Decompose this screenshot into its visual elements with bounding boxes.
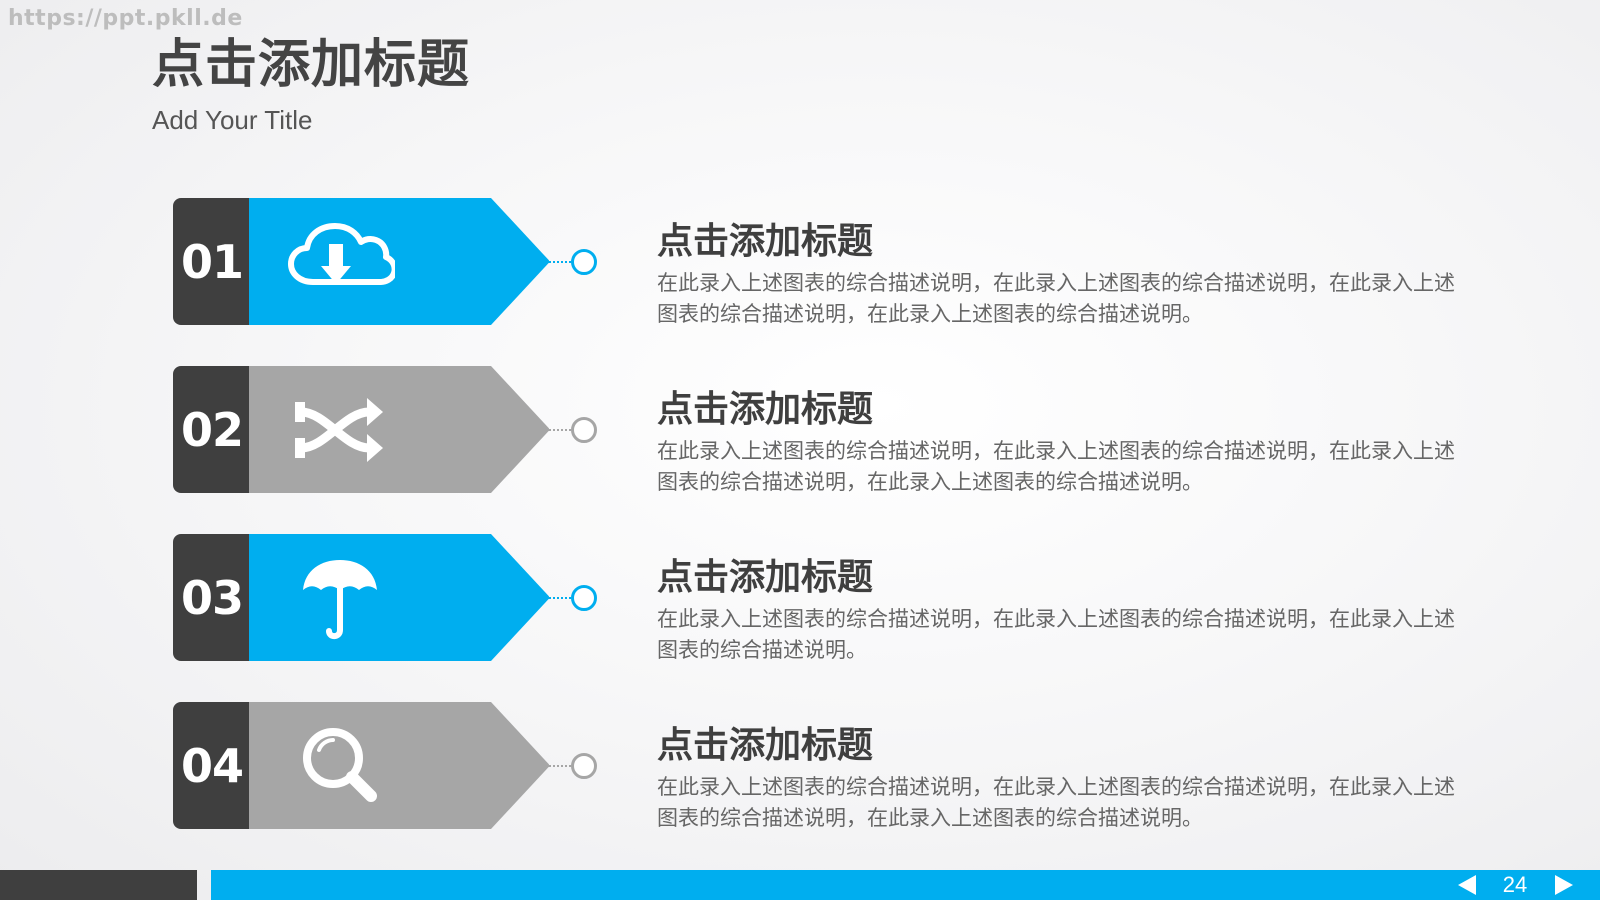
connector-3 — [473, 585, 597, 611]
shuffle-icon — [295, 398, 383, 462]
footer-bar-blue — [211, 870, 1600, 900]
item-description-4[interactable]: 在此录入上述图表的综合描述说明，在此录入上述图表的综合描述说明，在此录入上述图表… — [657, 775, 1455, 830]
list-item-1: 01 点击添加标题 在此录入上述图表的综合描述说明，在此录入上述图表的综合描述说… — [173, 198, 1473, 326]
item-title-1[interactable]: 点击添加标题 — [657, 221, 874, 262]
item-number-1: 01 — [173, 198, 251, 325]
slide-subtitle[interactable]: Add Your Title — [152, 105, 313, 135]
list-item-3: 03 点击添加标题 在此录入上述图表的综合描述说明，在此录入上述图表的综合描述说… — [173, 534, 1473, 662]
connector-4 — [473, 753, 597, 779]
item-title-2[interactable]: 点击添加标题 — [657, 389, 874, 430]
item-number-4: 04 — [173, 702, 251, 829]
item-title-4[interactable]: 点击添加标题 — [657, 725, 874, 766]
connector-1 — [473, 249, 597, 275]
item-title-3[interactable]: 点击添加标题 — [657, 557, 874, 598]
list-item-4: 04 点击添加标题 在此录入上述图表的综合描述说明，在此录入上述图表的综合描述说… — [173, 702, 1473, 830]
arrow-tag-2 — [249, 366, 549, 493]
item-description-3[interactable]: 在此录入上述图表的综合描述说明，在此录入上述图表的综合描述说明，在此录入上述图表… — [657, 607, 1455, 662]
footer-bar-dark — [0, 870, 197, 900]
list-item-2: 02 点击添加标题 在此录入上述图表的综合描述说明，在此录入上述图表的综合描述说… — [173, 366, 1473, 494]
item-number-3: 03 — [173, 534, 251, 661]
watermark-url: https://ppt.pkll.de — [8, 6, 243, 31]
cloud-download-icon — [288, 223, 395, 285]
item-number-2: 02 — [173, 366, 251, 493]
umbrella-icon — [303, 560, 377, 640]
item-description-1[interactable]: 在此录入上述图表的综合描述说明，在此录入上述图表的综合描述说明，在此录入上述图表… — [657, 271, 1455, 326]
previous-slide-icon[interactable] — [1458, 875, 1476, 895]
slide-title[interactable]: 点击添加标题 — [152, 35, 471, 95]
item-description-2[interactable]: 在此录入上述图表的综合描述说明，在此录入上述图表的综合描述说明，在此录入上述图表… — [657, 439, 1455, 494]
connector-2 — [473, 417, 597, 443]
search-icon — [303, 728, 377, 802]
page-number: 24 — [1502, 872, 1528, 897]
next-slide-icon[interactable] — [1555, 875, 1573, 895]
